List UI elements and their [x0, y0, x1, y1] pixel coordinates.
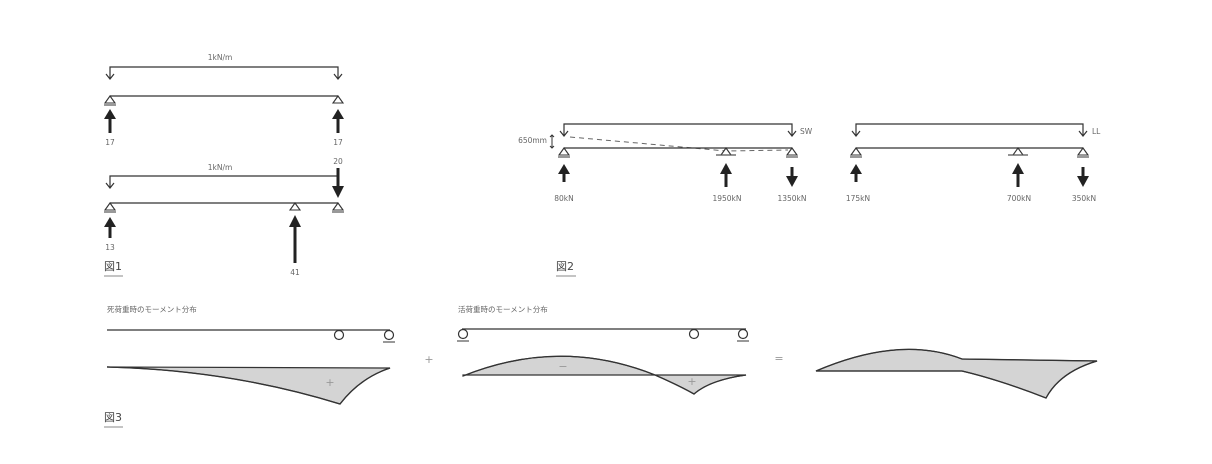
sw-label: SW	[800, 127, 813, 136]
distributed-load-bracket	[109, 175, 338, 187]
reaction-arrow-up-icon	[332, 109, 344, 133]
moment-curve	[106, 366, 391, 405]
moment-sign: +	[325, 376, 334, 389]
pin-support-icon	[849, 147, 863, 156]
roller-support-icon	[1011, 147, 1025, 156]
load-arrow-icon	[105, 73, 115, 80]
reaction-arrow-down-icon	[1077, 167, 1089, 187]
moment-curve	[815, 348, 1098, 399]
moment-area	[106, 366, 391, 405]
pin-support-icon	[557, 147, 571, 156]
dimension-label: 650mm	[518, 136, 547, 145]
figure-2-caption: 図2	[556, 260, 576, 277]
load-arrow-icon	[105, 182, 115, 189]
pin-support-icon	[457, 328, 469, 340]
load-arrow-icon	[333, 73, 343, 80]
reaction-value: 350kN	[1072, 194, 1096, 203]
equals-operator: =	[774, 352, 783, 365]
fig1-beam-a: 1kN/m 17 17	[103, 53, 345, 147]
reaction-arrow-up-icon	[289, 215, 301, 263]
reaction-arrow-up-icon	[850, 164, 862, 182]
reaction-arrow-up-icon	[558, 164, 570, 182]
point-load-value: 20	[333, 157, 343, 166]
pin-support-icon	[737, 328, 749, 340]
pin-support-icon	[785, 147, 799, 156]
figure-label: 図3	[104, 411, 122, 424]
moment-curve	[462, 355, 747, 395]
roller-support-icon	[331, 95, 345, 104]
reaction-value: 17	[333, 138, 343, 147]
figure-1-caption: 図1	[104, 260, 123, 277]
pin-support-icon	[103, 95, 117, 104]
dimension-ticks	[549, 134, 555, 149]
plus-operator: +	[424, 353, 433, 366]
moment-sign-negative: −	[558, 360, 567, 373]
dead-load-title: 死荷重時のモーメント分布	[107, 304, 197, 314]
moment-sign-positive: +	[687, 375, 696, 388]
pin-support-icon	[103, 202, 117, 211]
reaction-value: 13	[105, 243, 115, 252]
roller-support-icon	[688, 328, 700, 340]
reaction-arrow-up-icon	[104, 217, 116, 238]
reaction-arrow-down-icon	[786, 167, 798, 187]
reaction-value: 1350kN	[777, 194, 806, 203]
fig2-sw-beam: SW 650mm 80kN 1950kN 1350kN	[518, 123, 813, 203]
live-load-title: 活荷重時のモーメント分布	[458, 304, 548, 314]
reaction-value: 41	[290, 268, 300, 277]
distributed-load-bracket	[109, 66, 339, 78]
load-arrow-icon	[851, 130, 861, 137]
fig1b-load-label: 1kN/m	[208, 163, 233, 172]
pin-support-icon	[383, 329, 395, 341]
load-arrow-icon	[787, 130, 797, 137]
pin-support-icon	[1076, 147, 1090, 156]
distributed-load-bracket	[855, 123, 1084, 135]
fig1a-load-label: 1kN/m	[208, 53, 233, 62]
deflection-dashed-line	[569, 136, 789, 152]
reaction-arrow-up-icon	[720, 163, 732, 187]
reaction-arrow-up-icon	[1012, 163, 1024, 187]
figure-label: 図1	[104, 260, 122, 273]
fig3-dead-load-moment: 死荷重時のモーメント分布 +	[106, 304, 395, 405]
reaction-value: 1950kN	[712, 194, 741, 203]
load-arrow-icon	[1078, 130, 1088, 137]
reaction-value: 175kN	[846, 194, 870, 203]
fig3-live-load-moment: 活荷重時のモーメント分布 − +	[457, 304, 749, 395]
reaction-value: 17	[105, 138, 115, 147]
fig1-beam-b: 1kN/m 20 13 41	[103, 157, 345, 277]
roller-support-icon	[333, 329, 345, 341]
reaction-value: 700kN	[1007, 194, 1031, 203]
figure-3-caption: 図3	[104, 411, 123, 428]
fig2-ll-beam: LL 175kN 700kN 350kN	[846, 123, 1101, 203]
reaction-value: 80kN	[554, 194, 574, 203]
reaction-arrow-up-icon	[104, 109, 116, 133]
roller-support-icon	[719, 147, 733, 156]
load-arrow-icon	[559, 130, 569, 137]
fig3-combined-moment	[815, 348, 1098, 399]
distributed-load-bracket	[563, 123, 793, 135]
pin-support-icon	[331, 202, 345, 211]
ll-label: LL	[1092, 127, 1101, 136]
point-load-arrow-down-icon	[332, 168, 344, 198]
roller-support-icon	[288, 202, 302, 211]
figure-label: 図2	[556, 260, 574, 273]
